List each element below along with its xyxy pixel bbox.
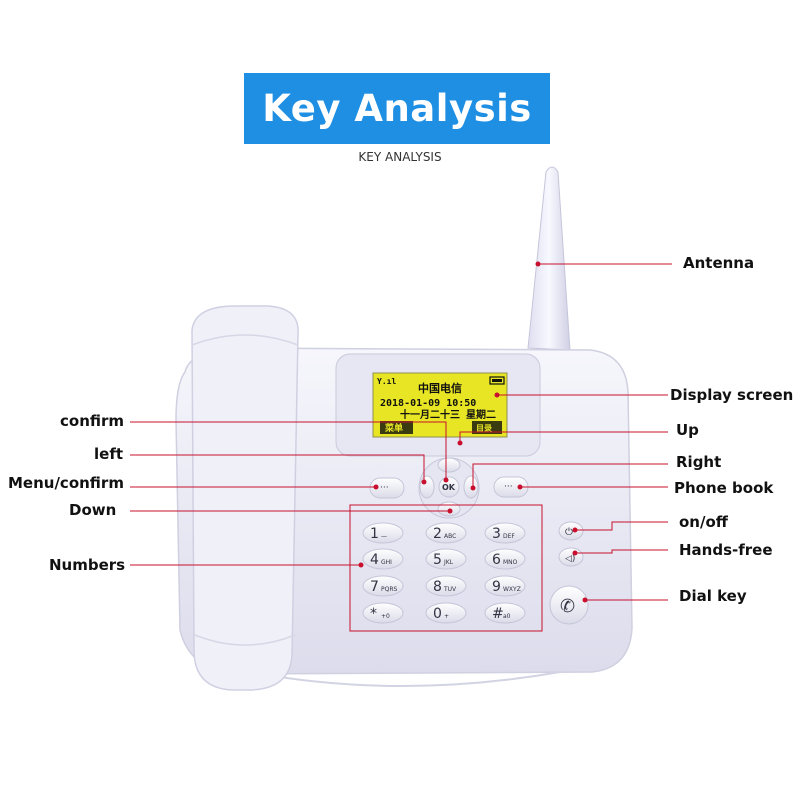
keypad-digit: 2 xyxy=(433,526,442,542)
dial-key xyxy=(549,585,589,625)
up-key xyxy=(437,457,461,473)
keypad-key: 1— xyxy=(362,522,404,544)
keypad-letters: DEF xyxy=(503,533,515,540)
label-up: Up xyxy=(676,421,699,439)
keypad-key-cap xyxy=(362,548,404,570)
label-menu-confirm: Menu/confirm xyxy=(8,474,124,492)
keypad-key: * +0 xyxy=(362,602,404,624)
label-hands-free: Hands-free xyxy=(679,541,773,559)
label-phone-book: Phone book xyxy=(674,479,774,497)
keypad-key-cap xyxy=(362,575,404,597)
keypad-key-cap xyxy=(425,522,467,544)
label-confirm: confirm xyxy=(60,412,125,430)
label-numbers: Numbers xyxy=(49,556,126,574)
keypad-digit: 8 xyxy=(433,579,442,595)
left-key xyxy=(419,475,435,499)
keypad-digit: 0 xyxy=(433,606,442,622)
keypad-key-cap xyxy=(425,602,467,624)
numbers-bracket xyxy=(349,504,543,632)
label-right: Right xyxy=(676,453,722,471)
svg-text:···: ··· xyxy=(504,482,513,492)
callout-lines xyxy=(130,263,672,601)
keypad-key-cap xyxy=(484,548,526,570)
menu-confirm-key xyxy=(369,477,405,499)
page-subtitle: KEY ANALYSIS xyxy=(358,150,442,164)
keypad-letters: — xyxy=(381,533,387,540)
on-off-key xyxy=(558,521,584,541)
keypad-digit: 1 xyxy=(370,526,379,542)
keypad-digit: # xyxy=(492,606,504,622)
keypad-letters: GHI xyxy=(381,559,392,566)
keypad-digit: 7 xyxy=(370,579,379,595)
label-on-off: on/off xyxy=(679,513,728,531)
ok-label: OK xyxy=(442,483,456,492)
keypad-letters: PQRS xyxy=(381,586,398,593)
svg-text:⏻: ⏻ xyxy=(565,527,573,538)
label-left: left xyxy=(94,445,124,463)
keypad-digit: 3 xyxy=(492,526,501,542)
ok-key xyxy=(438,476,460,498)
keypad-key: #a0 xyxy=(484,602,526,624)
keypad-key-cap xyxy=(484,602,526,624)
antenna xyxy=(527,166,571,351)
keypad-digit: 4 xyxy=(370,552,379,568)
keypad-key-cap xyxy=(484,575,526,597)
label-display-screen: Display screen xyxy=(670,386,794,404)
svg-text:◁): ◁) xyxy=(565,554,575,564)
keypad-letters: ABC xyxy=(444,533,456,540)
keypad-letters: JKL xyxy=(443,559,454,566)
keypad-letters: TUV xyxy=(443,586,457,593)
label-dial-key: Dial key xyxy=(679,587,747,605)
keypad-letters: WXYZ xyxy=(503,586,521,593)
label-down: Down xyxy=(69,501,117,519)
keypad-key: 0+ xyxy=(425,602,467,624)
keypad-key-cap xyxy=(362,602,404,624)
svg-text:✆: ✆ xyxy=(560,596,575,617)
keypad-letters: + xyxy=(444,613,449,620)
label-antenna: Antenna xyxy=(683,254,755,272)
lcd-softkey-right: 目录 xyxy=(476,424,492,433)
title-banner: Key Analysis xyxy=(244,73,550,144)
keypad-digit: 9 xyxy=(492,579,501,595)
lcd-datetime: 2018-01-09 10:50 xyxy=(380,398,476,409)
keypad-letters: MNO xyxy=(503,559,518,566)
callout-dots xyxy=(358,261,588,603)
lcd-lunar: 十一月二十三 星期二 xyxy=(400,408,496,421)
keypad-digit: * xyxy=(370,606,377,622)
lcd-softkey-left: 菜单 xyxy=(384,422,403,434)
page-title: Key Analysis xyxy=(262,87,532,130)
keypad-key-cap xyxy=(425,575,467,597)
keypad-letters: +0 xyxy=(381,613,390,620)
battery-icon xyxy=(489,376,505,385)
handset xyxy=(191,305,299,691)
lcd-carrier: 中国电信 xyxy=(418,381,462,395)
svg-text:···: ··· xyxy=(380,483,389,493)
keypad-letters: a0 xyxy=(503,613,511,620)
keypad-digit: 6 xyxy=(492,552,501,568)
signal-icon: Y.ıl xyxy=(377,377,396,386)
keypad-key-cap xyxy=(362,522,404,544)
keypad-key-cap xyxy=(425,548,467,570)
keypad-key-cap xyxy=(484,522,526,544)
keypad-digit: 5 xyxy=(433,552,442,568)
